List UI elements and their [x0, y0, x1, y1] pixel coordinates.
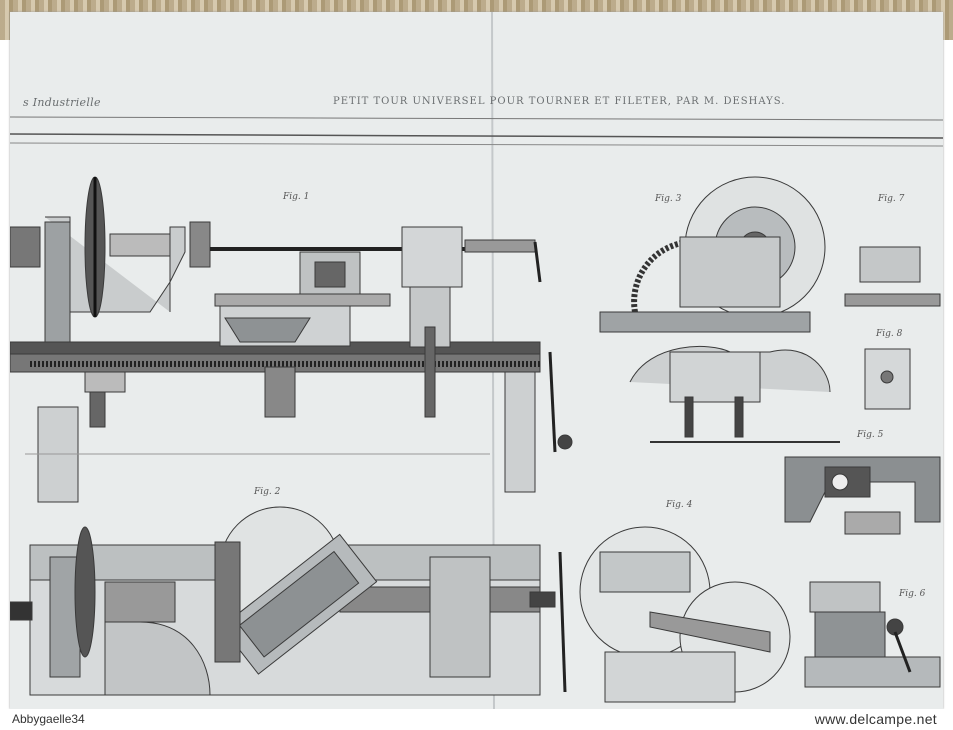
fig5-section — [784, 456, 941, 535]
engraving-plate: s Industrielle PETIT TOUR UNIVERSEL POUR… — [10, 12, 943, 709]
fig1-label: Fig. 1 — [283, 192, 310, 202]
fig8-plate — [864, 348, 911, 410]
fig3-label: Fig. 3 — [655, 194, 682, 204]
site-watermark: www.delcampe.net — [814, 711, 937, 727]
fig7-label: Fig. 7 — [878, 194, 905, 204]
lathe-drawing — [10, 12, 943, 709]
header-left-text: s Industrielle — [23, 96, 101, 109]
fig6-tool-post — [804, 581, 941, 688]
plate-title: PETIT TOUR UNIVERSEL POUR TOURNER ET FIL… — [333, 96, 786, 107]
fig7-slide — [844, 246, 941, 307]
footer-bar — [0, 709, 953, 730]
fig6-label: Fig. 6 — [899, 589, 926, 599]
fig4-wheels — [579, 526, 791, 703]
fig8-label: Fig. 8 — [876, 329, 903, 339]
fig5-label: Fig. 5 — [857, 430, 884, 440]
fig1-lathe — [10, 176, 573, 503]
fig2-lathe — [10, 506, 567, 696]
fig2-label: Fig. 2 — [254, 487, 281, 497]
fig3-gear-head — [599, 176, 840, 443]
seller-name: Abbygaelle34 — [12, 712, 85, 726]
fig4-label: Fig. 4 — [666, 500, 693, 510]
